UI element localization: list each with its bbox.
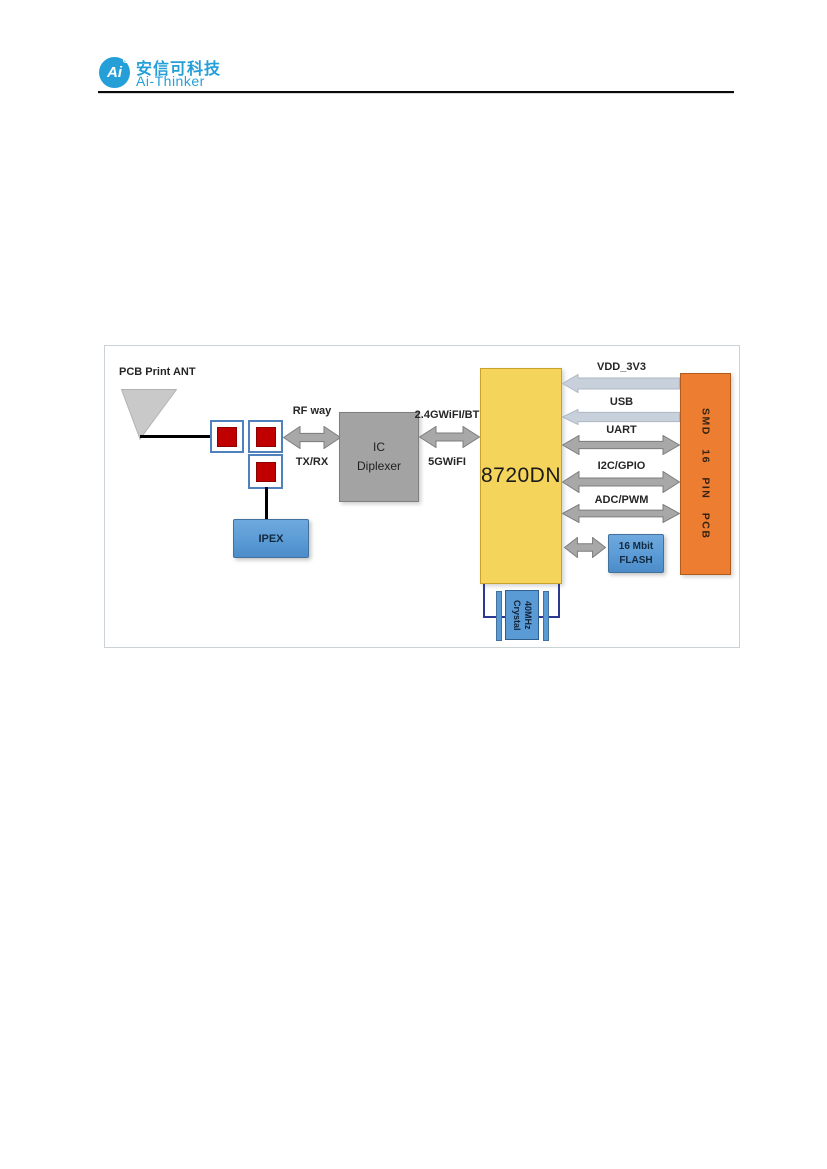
- diplexer-label-line1: IC: [373, 440, 385, 454]
- logo-antenna-dot-icon: [123, 58, 128, 63]
- flash-double-arrow: [563, 536, 607, 559]
- wifi-band-double-arrow: [418, 425, 481, 449]
- ai-thinker-logo-icon: Ai: [99, 57, 130, 88]
- vdd-3v3-arrow: [561, 373, 680, 394]
- smd-pcb-block: SMD 16 PIN PCB: [680, 373, 731, 575]
- txrx-label: TX/RX: [295, 456, 329, 468]
- rf-component-pad: [255, 426, 276, 447]
- uart-label: UART: [606, 424, 637, 436]
- rf-way-label: RF way: [292, 405, 332, 417]
- ic-diplexer-block: IC Diplexer: [339, 412, 419, 502]
- header-divider: [98, 91, 734, 93]
- company-name-cn: 安信可科技: [136, 61, 222, 78]
- i2c-gpio-double-arrow: [561, 470, 681, 494]
- antenna-feed-line: [140, 435, 213, 438]
- ipex-block: IPEX: [233, 519, 309, 558]
- usb-label: USB: [609, 396, 634, 408]
- rf-component-box: [210, 420, 244, 453]
- flash-label-line1: 16 Mbit: [618, 540, 654, 552]
- crystal-electrode-icon: [496, 591, 502, 641]
- adc-pwm-double-arrow: [561, 503, 681, 524]
- vdd-3v3-label: VDD_3V3: [597, 361, 646, 373]
- band-24g-label: 2.4GWiFI/BT: [414, 409, 480, 421]
- flash-block: 16 Mbit FLASH: [608, 534, 664, 573]
- rf-component-pad: [255, 461, 276, 482]
- diplexer-label-line2: Diplexer: [356, 459, 401, 473]
- crystal-label: 40MHz Crystal: [512, 599, 533, 631]
- soc-8720dn-block: 8720DN: [480, 368, 562, 584]
- block-diagram-frame: PCB Print ANT IPEX RF way TX/RX IC Diple…: [104, 345, 740, 648]
- flash-label-line2: FLASH: [619, 554, 653, 566]
- ipex-feed-line: [265, 487, 268, 520]
- rf-component-box: [248, 454, 283, 489]
- uart-double-arrow: [561, 434, 681, 456]
- rf-double-arrow: [282, 425, 342, 450]
- band-5g-label: 5GWiFI: [428, 456, 466, 468]
- usb-arrow: [561, 408, 680, 426]
- pcb-antenna-icon: [121, 389, 177, 440]
- rf-component-box: [248, 420, 283, 453]
- crystal-electrode-icon: [543, 591, 549, 641]
- ipex-label: IPEX: [258, 532, 284, 545]
- crystal-block: 40MHz Crystal: [505, 590, 539, 640]
- rf-component-pad: [217, 426, 237, 447]
- soc-label: 8720DN: [480, 464, 562, 487]
- company-name-en: Ai-Thinker: [136, 73, 205, 89]
- logo-monogram: Ai: [107, 64, 122, 81]
- adc-pwm-label: ADC/PWM: [594, 494, 649, 506]
- pcb-antenna-label: PCB Print ANT: [119, 366, 196, 378]
- i2c-gpio-label: I2C/GPIO: [597, 460, 646, 472]
- smd-pcb-label: SMD 16 PIN PCB: [699, 408, 712, 540]
